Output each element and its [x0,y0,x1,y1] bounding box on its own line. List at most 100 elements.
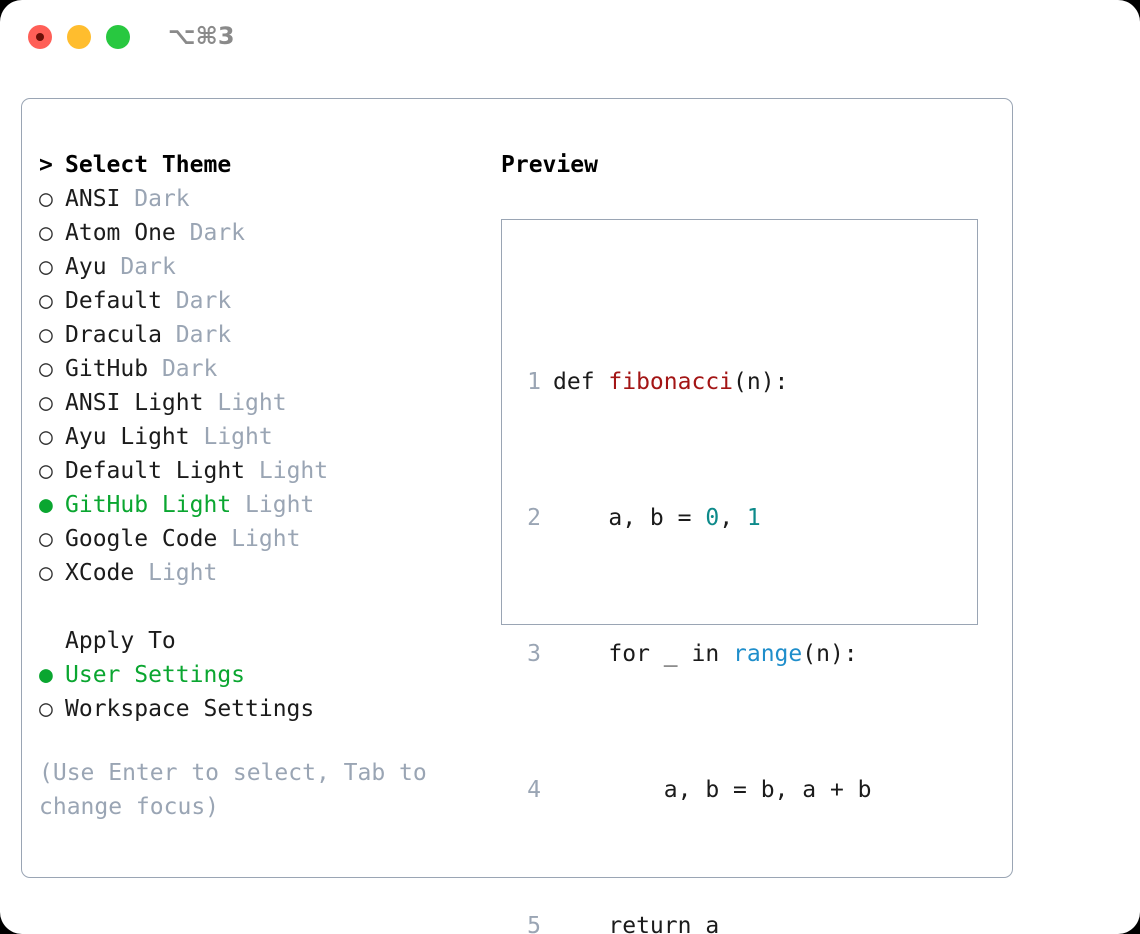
theme-option-ayu-light[interactable]: ○ Ayu Light Light [39,420,489,454]
radio-unselected-icon[interactable]: ○ [39,186,53,212]
theme-variant [134,560,148,586]
theme-name: ANSI Light [65,390,204,416]
theme-name: ANSI [65,186,121,212]
theme-option-ayu-dark[interactable]: ○ Ayu Dark [39,250,489,284]
code-token: a, b = [553,505,706,531]
theme-variant-label: Dark [189,220,246,246]
radio-unselected-icon[interactable]: ○ [39,356,53,382]
radio-unselected-icon[interactable]: ○ [39,560,53,586]
apply-to-heading-label: Apply To [65,628,176,654]
theme-name: GitHub Light [65,492,232,518]
radio-unselected-icon[interactable]: ○ [39,322,53,348]
apply-to-heading: Apply To [39,624,489,658]
radio-unselected-icon[interactable]: ○ [39,288,53,314]
theme-variant [162,322,176,348]
preview-code: 1 def fibonacci (n): 2 a, b = 0, 1 3 for _… [515,263,899,934]
code-line: 2 a, b = 0, 1 [515,501,899,535]
apply-to-option-workspace-settings[interactable]: ○ Workspace Settings [39,692,489,726]
code-token: a, b = b, a + b [553,777,872,803]
theme-name: Google Code [65,526,218,552]
theme-name: Default Light [65,458,246,484]
code-token: (n): [802,641,858,667]
window-controls [28,25,130,49]
prompt-caret-icon: > [39,152,53,178]
theme-option-default-dark[interactable]: ○Default Dark [39,284,489,318]
theme-variant-label: Dark [161,356,218,382]
zoom-button[interactable] [106,25,130,49]
code-token: , [719,505,747,531]
minimize-button[interactable] [67,25,91,49]
code-token-builtin: range [733,641,803,667]
line-number: 1 [527,369,541,395]
theme-option-xcode[interactable]: ○ XCode Light [39,556,489,590]
radio-selected-icon[interactable]: ● [39,662,53,688]
theme-variant [231,492,245,518]
theme-variant-label: Light [231,526,301,552]
radio-unselected-icon[interactable]: ○ [39,696,53,722]
radio-unselected-icon[interactable]: ○ [39,390,53,416]
select-theme-heading-label: Select Theme [65,152,232,178]
theme-variant [120,186,134,212]
apply-to-name: Workspace Settings [65,696,315,722]
theme-option-github-dark[interactable]: ○ GitHub Dark [39,352,489,386]
code-token-function: fibonacci [608,369,734,395]
theme-variant [107,254,121,280]
theme-variant-label: Dark [175,288,232,314]
select-theme-heading: > Select Theme [39,148,489,182]
theme-variant-label: Light [148,560,218,586]
radio-unselected-icon[interactable]: ○ [39,526,53,552]
preview-box: 1 def fibonacci (n): 2 a, b = 0, 1 3 for _… [501,219,978,934]
preview-heading: Preview [501,152,598,178]
line-number: 3 [527,641,541,667]
theme-variant [162,288,176,314]
code-token-number: 0 [705,505,720,531]
theme-option-ansi-light[interactable]: ○ ANSI Light Light [39,386,489,420]
preview-column: Preview 1 def fibonacci (n): 2 a, b = 0, 1… [501,148,991,934]
theme-name: GitHub [65,356,149,382]
theme-variant [176,220,190,246]
code-token: def [553,369,609,395]
theme-variant-label: Light [217,390,287,416]
theme-variant-label: Dark [120,254,176,280]
theme-variant-label: Dark [134,186,190,212]
radio-selected-icon[interactable]: ● [39,492,53,518]
theme-name: XCode [65,560,135,586]
line-number: 4 [527,777,541,803]
theme-name: Ayu Light [65,424,190,450]
theme-variant [190,424,204,450]
line-number: 2 [527,505,541,531]
theme-name: Ayu [65,254,107,280]
theme-option-ansi-dark[interactable]: ○ ANSI Dark [39,182,489,216]
code-token: for _ in [553,641,734,667]
title-bar: ⌥⌘3 [0,0,1140,78]
theme-variant-label: Dark [175,322,232,348]
keyboard-shortcut-label: ⌥⌘3 [168,22,235,50]
theme-variant-label: Light [258,458,329,484]
theme-variant [203,390,217,416]
theme-variant [148,356,162,382]
theme-name: Dracula [65,322,162,348]
theme-variant [217,526,231,552]
theme-variant-label: Light [203,424,273,450]
theme-option-google-code[interactable]: ○ Google Code Light [39,522,489,556]
theme-name: Atom One [65,220,176,246]
hint-spacer [39,726,489,756]
theme-option-atom-one-dark[interactable]: ○ Atom One Dark [39,216,489,250]
code-line: 4 a, b = b, a + b [515,773,899,807]
code-token: return a [553,913,720,934]
theme-option-dracula-dark[interactable]: ○ Dracula Dark [39,318,489,352]
apply-to-name: User Settings [65,662,246,688]
keyboard-hint-text: (Use Enter to select, Tab to change focu… [39,760,427,820]
close-button[interactable] [28,25,52,49]
theme-variant [245,458,259,484]
theme-variant-label: Light [245,492,315,518]
radio-unselected-icon[interactable]: ○ [39,458,53,484]
radio-unselected-icon[interactable]: ○ [39,220,53,246]
theme-option-github-light[interactable]: ● GitHub Light Light [39,488,489,522]
radio-unselected-icon[interactable]: ○ [39,424,53,450]
apply-to-option-user-settings[interactable]: ● User Settings [39,658,489,692]
theme-option-default-light[interactable]: ○ Default Light Light [39,454,489,488]
radio-unselected-icon[interactable]: ○ [39,254,53,280]
